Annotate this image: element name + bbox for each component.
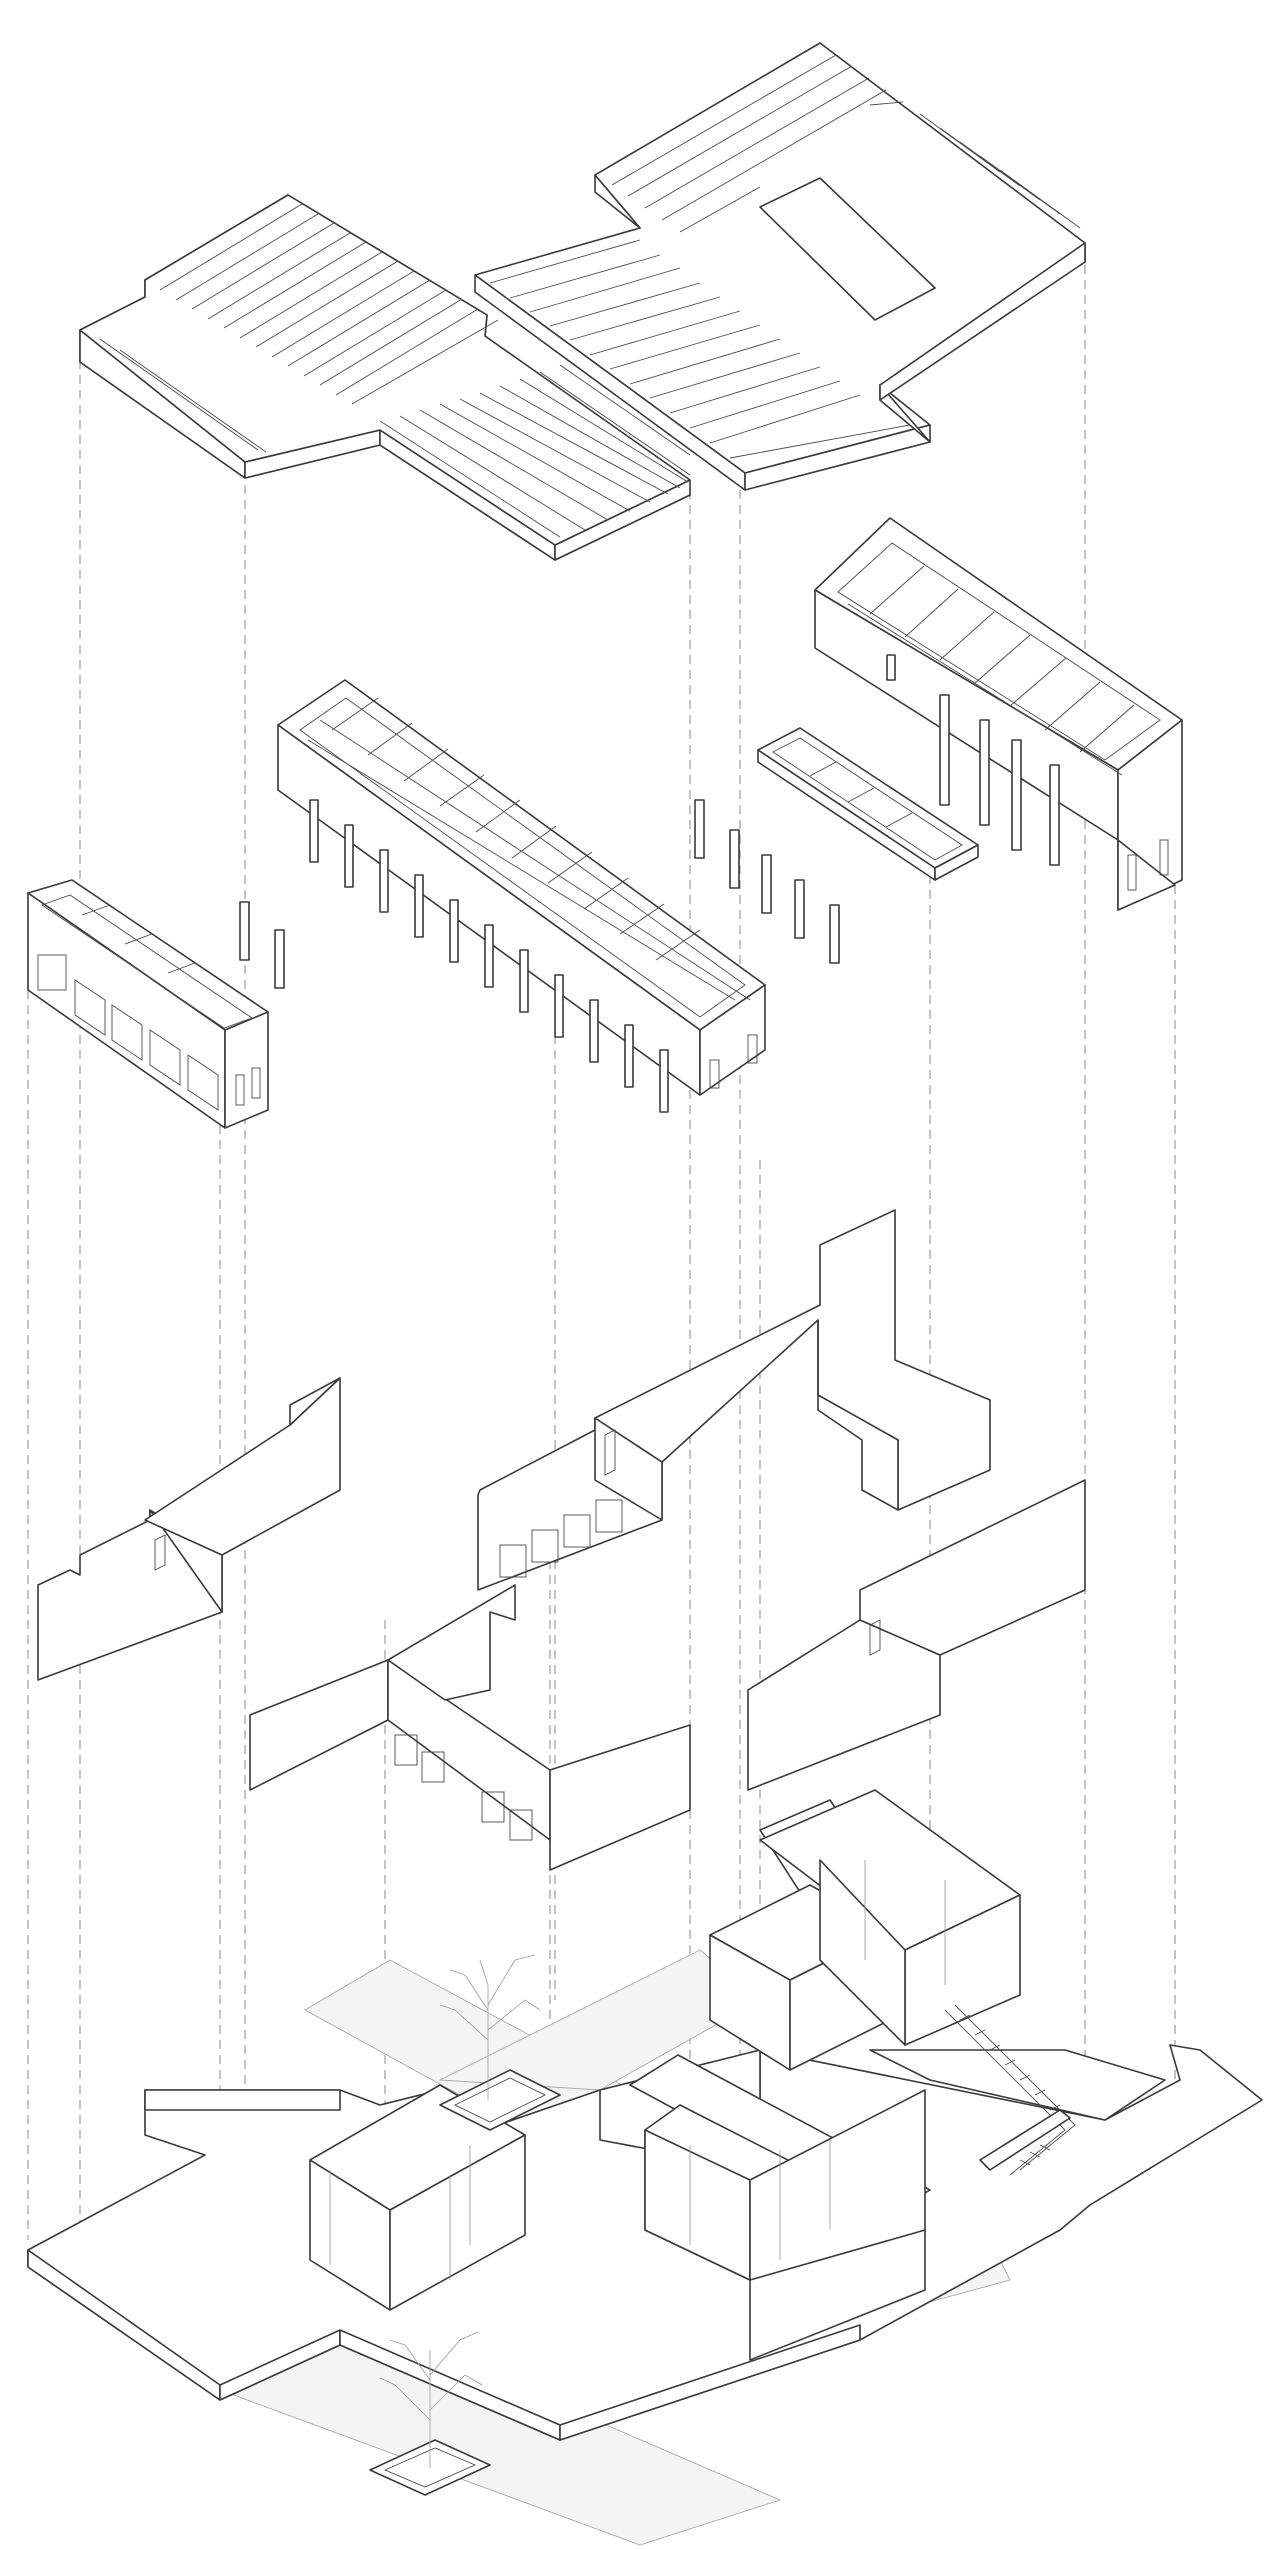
columns-loose-middle: [694, 799, 840, 964]
room-upper: [709, 1789, 1021, 2071]
columns-center: [309, 799, 669, 1113]
columns-right: [886, 654, 1060, 866]
room-right-lower: [629, 2054, 931, 2361]
roof-frame-left: [27, 879, 269, 1129]
lower-walls-right: [747, 1479, 1086, 1791]
lower-walls-left: [249, 1584, 691, 1871]
upper-walls-right: [477, 1209, 991, 1591]
upper-walls-left: [37, 1377, 341, 1681]
tree-upper: [439, 1954, 561, 2131]
tree-lower: [369, 2331, 491, 2496]
staircase: [944, 2004, 1076, 2176]
roof-frame-right: [814, 517, 1183, 911]
ground-plan: [27, 1789, 1263, 2546]
columns-loose-left: [239, 901, 285, 989]
roof-slab-left: [79, 194, 691, 561]
roof-frame-center: [239, 679, 766, 1113]
roof-slab-right: [474, 42, 1086, 491]
roof-frame-ladder: [757, 727, 979, 881]
